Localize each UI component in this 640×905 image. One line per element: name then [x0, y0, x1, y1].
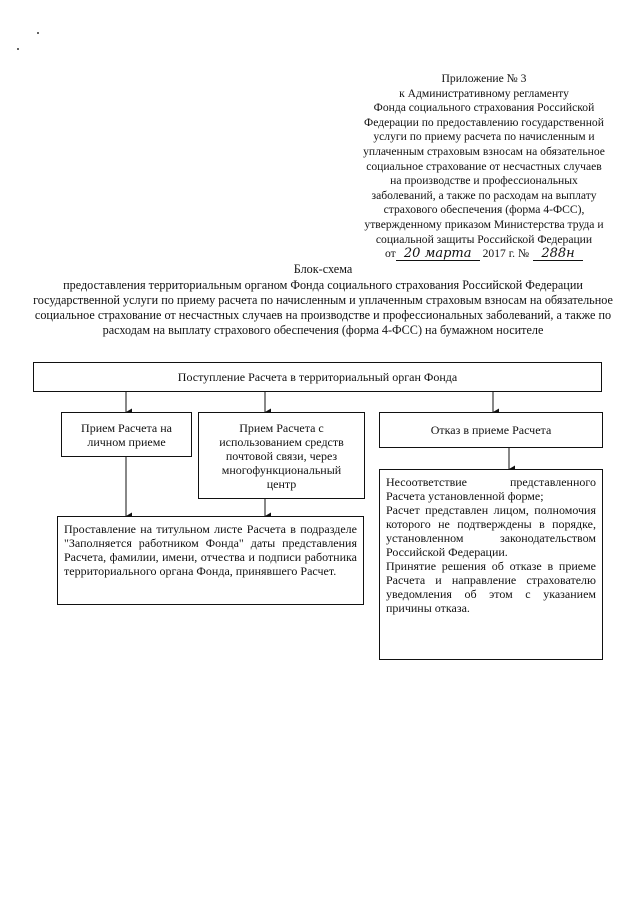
flow-step-personal-intake-label: Прием Расчета на личном приеме [81, 420, 172, 449]
handwritten-date: 20 марта [395, 247, 480, 262]
flow-step-personal-intake: Прием Расчета на личном приеме [61, 412, 192, 457]
handwritten-number: 288н [533, 247, 584, 262]
flow-step-mail-intake-label: Прием Расчета с использованием средств п… [219, 420, 344, 491]
annex-line: Фонда социального страхования Российской [373, 101, 595, 115]
flow-step-refusal: Отказ в приеме Расчета [379, 412, 603, 448]
flow-step-receipt: Поступление Расчета в территориальный ор… [33, 362, 602, 392]
document-title: Блок-схема [293, 262, 353, 276]
refusal-reason: Расчет представлен лицом, полномочия кот… [386, 503, 596, 559]
scan-speck [37, 32, 39, 34]
flow-step-mail-intake: Прием Расчета с использованием средств п… [198, 412, 365, 499]
flow-step-registration: Проставление на титульном листе Расчета … [57, 516, 364, 605]
annex-line: утвержденному приказом Министерства труд… [364, 217, 604, 231]
annex-line: заболеваний, а также по расходам на выпл… [371, 188, 597, 202]
number-prefix: № [517, 247, 530, 261]
refusal-reason: Принятие решения об отказе в приеме Расч… [386, 559, 596, 615]
refusal-reason: Несоответствие представленного Расчета у… [386, 475, 596, 503]
annex-line: социальной защиты Российской Федерации [375, 232, 593, 246]
annex-line: Федерации по предоставлению государствен… [364, 115, 604, 129]
flow-step-registration-text: Проставление на титульном листе Расчета … [64, 522, 357, 578]
document-heading: Блок-схема предоставления территориальны… [32, 262, 614, 338]
annex-line: к Административному регламенту [399, 86, 569, 100]
flow-step-refusal-reasons: Несоответствие представленного Расчета у… [379, 469, 603, 660]
scan-speck [17, 48, 19, 50]
annex-line: уплаченным страховым взносам на обязател… [363, 144, 605, 158]
flow-step-receipt-label: Поступление Расчета в территориальный ор… [177, 370, 458, 384]
annex-header: Приложение № 3 к Административному регла… [338, 72, 630, 262]
year-text: 2017 г. [482, 247, 516, 261]
date-prefix: от [384, 247, 396, 261]
flow-step-refusal-label: Отказ в приеме Расчета [430, 423, 552, 437]
annex-line: на производстве и профессиональных [390, 174, 578, 188]
annex-line: Приложение № 3 [441, 72, 527, 85]
annex-line: страхового обеспечения (форма 4-ФСС), [383, 203, 585, 217]
annex-line: социальное страхование от несчастных слу… [366, 159, 602, 173]
annex-line: услуги по приему расчета по начисленным … [373, 130, 595, 144]
document-subtitle: предоставления территориальным органом Ф… [33, 277, 613, 337]
